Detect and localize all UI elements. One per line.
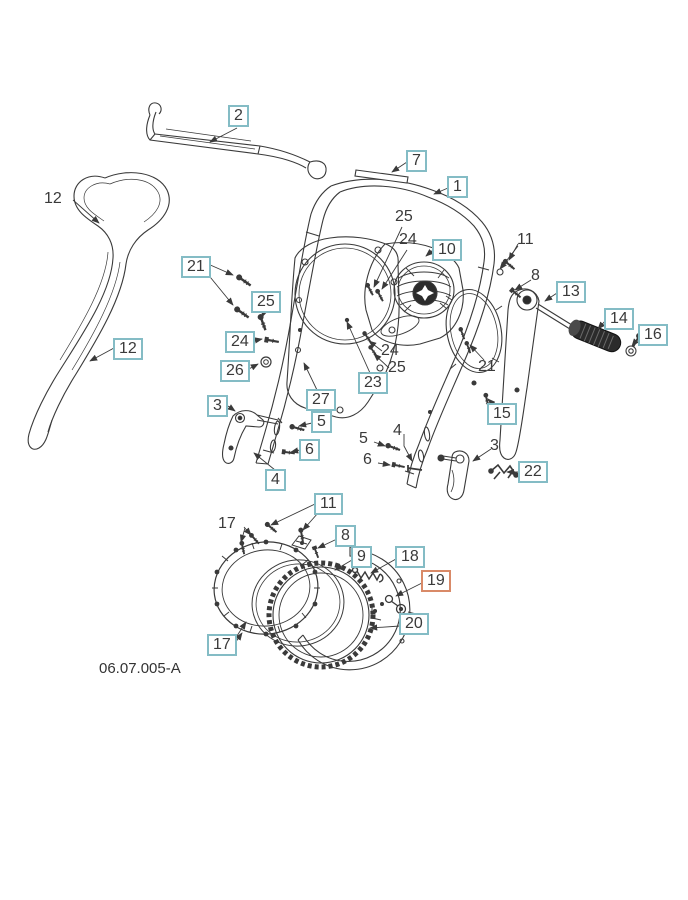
callout-9[interactable]: 9 bbox=[351, 546, 372, 568]
callout-15[interactable]: 15 bbox=[487, 403, 517, 425]
part-21-ring-drawing bbox=[445, 288, 503, 386]
callout-14[interactable]: 14 bbox=[604, 308, 634, 330]
callout-25[interactable]: 25 bbox=[251, 291, 281, 313]
callout-8-text: 8 bbox=[531, 267, 540, 284]
callout-3-text: 3 bbox=[490, 437, 499, 454]
part-7-bar-drawing bbox=[354, 169, 409, 184]
callout-27[interactable]: 27 bbox=[306, 389, 336, 411]
callout-24-text-a: 24 bbox=[399, 231, 417, 248]
callout-6[interactable]: 6 bbox=[299, 439, 320, 461]
callout-12-text: 12 bbox=[44, 190, 62, 207]
callout-21[interactable]: 21 bbox=[181, 256, 211, 278]
callout-11[interactable]: 11 bbox=[314, 493, 343, 515]
callout-6-text: 6 bbox=[363, 451, 372, 468]
callout-25-text-a: 25 bbox=[395, 208, 413, 225]
part-13-arm-drawing bbox=[499, 288, 584, 460]
callout-1[interactable]: 1 bbox=[447, 176, 468, 198]
callout-19-highlighted[interactable]: 19 bbox=[421, 570, 451, 592]
callout-22[interactable]: 22 bbox=[518, 461, 548, 483]
callout-12[interactable]: 12 bbox=[113, 338, 143, 360]
callout-18[interactable]: 18 bbox=[395, 546, 425, 568]
part-23-plate-drawing bbox=[286, 236, 400, 419]
bracket-drawing bbox=[291, 535, 312, 550]
callout-20[interactable]: 20 bbox=[399, 613, 429, 635]
part-12-cable-drawing bbox=[27, 172, 170, 450]
part-1-frame-drawing bbox=[255, 178, 496, 489]
callout-25-text-b: 25 bbox=[388, 359, 406, 376]
callout-24-text-b: 24 bbox=[381, 342, 399, 359]
part-9-sprocket-drawing bbox=[266, 560, 384, 670]
callout-16[interactable]: 16 bbox=[638, 324, 668, 346]
leader-lines bbox=[72, 127, 640, 647]
inner-rim-drawing bbox=[251, 559, 345, 647]
callout-26[interactable]: 26 bbox=[220, 360, 250, 382]
callout-5[interactable]: 5 bbox=[311, 411, 332, 433]
part-2-handlebar-drawing bbox=[146, 102, 327, 180]
callout-8[interactable]: 8 bbox=[335, 525, 356, 547]
callout-13[interactable]: 13 bbox=[556, 281, 586, 303]
part-3-right-lever-drawing bbox=[437, 450, 470, 501]
callout-4[interactable]: 4 bbox=[265, 469, 286, 491]
callout-21-text: 21 bbox=[478, 358, 496, 375]
callout-24[interactable]: 24 bbox=[225, 331, 255, 353]
part-17-studded-ring-drawing bbox=[212, 539, 320, 637]
callout-2[interactable]: 2 bbox=[228, 105, 249, 127]
callout-7[interactable]: 7 bbox=[406, 150, 427, 172]
callout-4-text: 4 bbox=[393, 422, 402, 439]
callout-23[interactable]: 23 bbox=[358, 372, 388, 394]
callout-10[interactable]: 10 bbox=[432, 239, 462, 261]
callout-5-text: 5 bbox=[359, 430, 368, 447]
callout-3[interactable]: 3 bbox=[207, 395, 228, 417]
callout-11-text: 11 bbox=[517, 231, 534, 248]
callout-17[interactable]: 17 bbox=[207, 634, 237, 656]
callout-17-text: 17 bbox=[218, 515, 236, 532]
figure-code: 06.07.005-A bbox=[99, 660, 181, 677]
part-3-left-lever-drawing bbox=[222, 410, 283, 464]
